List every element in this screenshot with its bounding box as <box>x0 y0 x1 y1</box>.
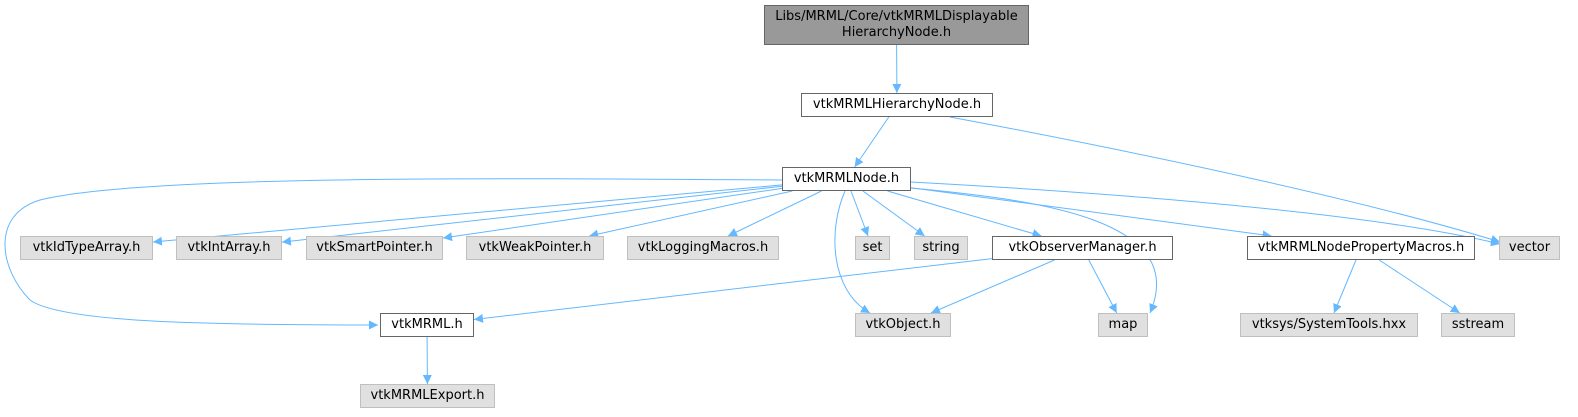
node-logging: vtkLoggingMacros.h <box>627 236 779 260</box>
edge-node-to-logging <box>727 190 822 237</box>
edge-observer-to-map <box>1088 259 1118 314</box>
edge-node-to-weak <box>589 190 793 239</box>
node-label: vtkMRMLHierarchyNode.h <box>812 97 982 112</box>
node-label: vtkIdTypeArray.h <box>32 240 141 255</box>
node-label: vtkIntArray.h <box>187 240 271 255</box>
edge-hier-to-node <box>854 116 890 168</box>
edge-node-to-vector <box>910 181 1501 247</box>
node-intarr: vtkIntArray.h <box>176 236 282 260</box>
node-label: vtkMRMLExport.h <box>370 388 485 403</box>
node-label: sstream <box>1451 317 1505 332</box>
node-export: vtkMRMLExport.h <box>360 384 495 408</box>
node-label: string <box>922 240 960 255</box>
edge-hier-to-vector <box>949 116 1501 244</box>
edge-propmacros-to-systools <box>1333 259 1357 314</box>
node-label: vtkWeakPointer.h <box>478 240 592 255</box>
edge-node-to-observer <box>887 190 1042 238</box>
node-label: vtksys/SystemTools.hxx <box>1251 317 1407 332</box>
node-vector: vector <box>1499 236 1560 260</box>
node-weak: vtkWeakPointer.h <box>466 236 604 260</box>
node-propmacros[interactable]: vtkMRMLNodePropertyMacros.h <box>1247 236 1475 260</box>
node-label: vtkLoggingMacros.h <box>637 240 769 255</box>
node-label: vtkMRMLNode.h <box>793 171 900 186</box>
node-mrml[interactable]: vtkMRML.h <box>380 313 474 337</box>
node-label: vtkObserverManager.h <box>1008 240 1157 255</box>
edge-node-to-set <box>850 190 870 237</box>
node-observer[interactable]: vtkObserverManager.h <box>992 236 1173 260</box>
edge-node-to-smart <box>442 187 783 242</box>
node-label: map <box>1108 317 1138 332</box>
node-label: vtkObject.h <box>865 317 941 332</box>
edge-observer-to-mrml <box>473 258 993 323</box>
node-root[interactable]: Libs/MRML/Core/vtkMRMLDisplayable Hierar… <box>764 5 1029 45</box>
edge-node-to-string <box>862 190 925 237</box>
node-object: vtkObject.h <box>855 313 951 337</box>
edge-observer-to-object <box>930 259 1055 314</box>
edge-node-to-idtype <box>152 184 783 246</box>
edge-node-to-intarr <box>281 185 783 246</box>
node-label: set <box>862 240 883 255</box>
node-label: vector <box>1508 240 1551 255</box>
node-idtype: vtkIdTypeArray.h <box>20 236 153 260</box>
node-label: Libs/MRML/Core/vtkMRMLDisplayable Hierar… <box>775 9 1018 40</box>
edge-node-to-mrml <box>4 178 783 330</box>
edge-propmacros-to-sstream <box>1378 259 1461 314</box>
edge-node-to-propmacros <box>910 187 1272 240</box>
node-label: vtkSmartPointer.h <box>316 240 433 255</box>
node-systools: vtksys/SystemTools.hxx <box>1240 313 1418 337</box>
node-smart: vtkSmartPointer.h <box>306 236 443 260</box>
node-node[interactable]: vtkMRMLNode.h <box>782 167 911 191</box>
node-sstream: sstream <box>1441 313 1515 337</box>
node-label: vtkMRMLNodePropertyMacros.h <box>1257 240 1465 255</box>
node-set: set <box>855 236 890 260</box>
node-string: string <box>914 236 968 260</box>
node-hier[interactable]: vtkMRMLHierarchyNode.h <box>801 93 993 117</box>
edge-node-to-object <box>834 190 871 314</box>
node-label: vtkMRML.h <box>391 317 463 332</box>
edge-node-to-map <box>910 187 1158 314</box>
node-map: map <box>1098 313 1148 337</box>
